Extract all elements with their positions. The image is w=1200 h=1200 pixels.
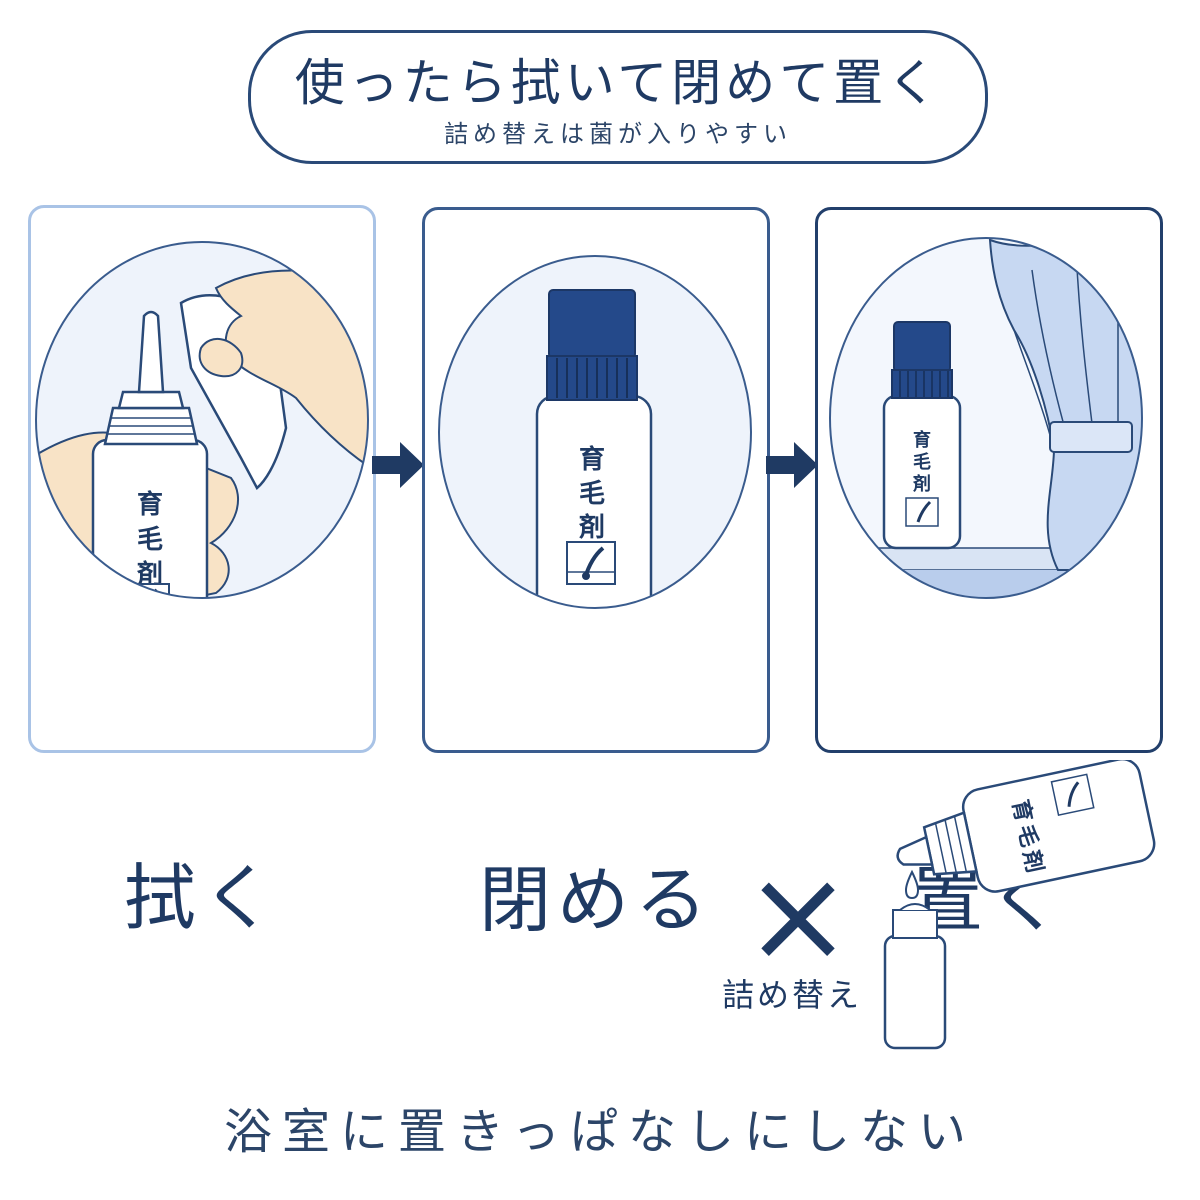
footer-message: 浴室に置きっぱなしにしない	[223, 1104, 977, 1160]
cap-icon	[893, 321, 951, 373]
refill-target-bottle-icon	[883, 934, 947, 1050]
bottle-label-char: 剤	[1017, 847, 1047, 875]
bottle-label-char: 毛	[137, 525, 163, 555]
bottle-label-char: 育	[137, 489, 163, 520]
arrow-right-icon	[766, 442, 818, 488]
cross-mark-icon: ×	[744, 839, 853, 991]
step-card-place: 育 毛 剤 置く	[815, 207, 1163, 942]
bottle-label-char: 育	[913, 429, 931, 451]
step-card-wipe: 育 毛 剤 拭く	[28, 205, 376, 940]
step-card-close: 育 毛 剤 閉める	[422, 207, 770, 942]
bottle-label-char: 剤	[912, 473, 931, 495]
bottle-label-char: 毛	[1012, 823, 1041, 850]
wipe-illustration: 育 毛 剤	[35, 241, 369, 599]
refill-warning-illustration: × 育 毛 剤	[744, 760, 1156, 1050]
step-label-wipe: 拭く	[123, 856, 280, 940]
bottle-icon	[91, 438, 209, 598]
header-banner: 使ったら拭いて閉めて置く 詰め替えは菌が入りやすい	[248, 30, 988, 164]
close-illustration: 育 毛 剤	[438, 255, 752, 609]
curtain-tie-icon	[1049, 421, 1133, 453]
cap-icon	[548, 289, 636, 359]
bottle-label-char: 毛	[579, 479, 605, 509]
bottle-label-char: 毛	[913, 451, 931, 473]
bottle-label-char: 育	[579, 444, 605, 475]
step-label-close: 閉める	[478, 858, 713, 942]
bottle-label-char: 剤	[578, 512, 605, 543]
header-subtitle: 詰め替えは菌が入りやすい	[444, 120, 792, 148]
header-title: 使ったら拭いて閉めて置く	[294, 54, 942, 112]
place-illustration: 育 毛 剤	[829, 237, 1143, 599]
shelf-icon	[830, 547, 1142, 571]
arrow-right-icon	[372, 442, 424, 488]
bottle-label-char: 育	[1007, 797, 1037, 824]
refill-label: 詰め替え	[722, 976, 863, 1014]
hair-icon	[124, 583, 170, 598]
drop-icon	[904, 869, 920, 900]
